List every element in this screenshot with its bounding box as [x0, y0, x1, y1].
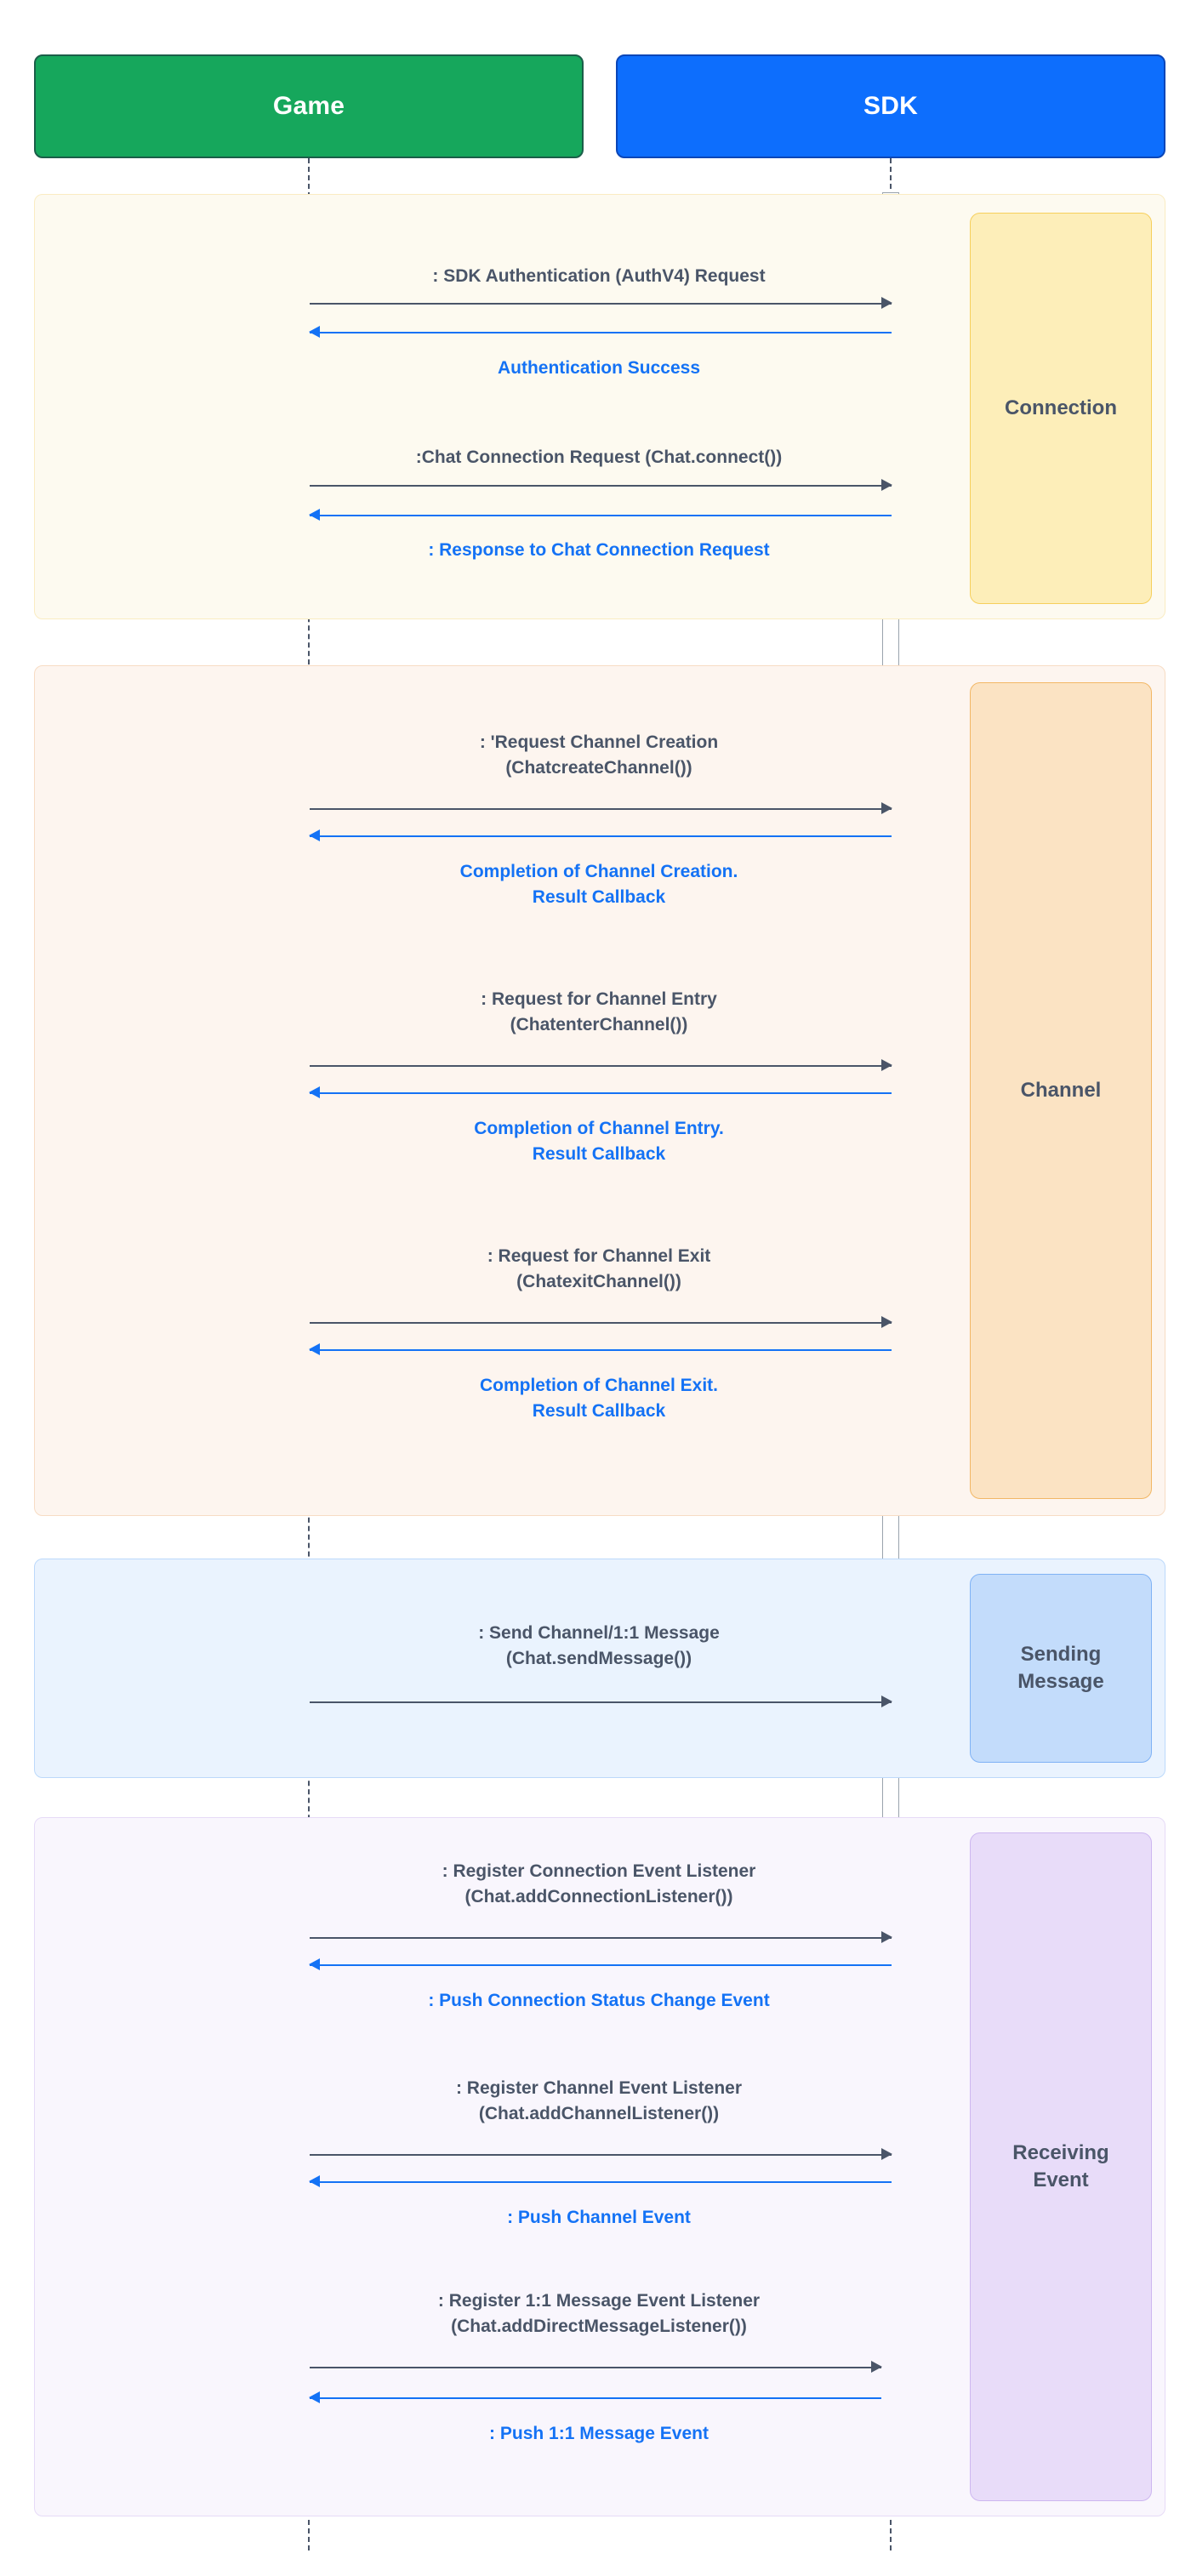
arrow-shaft — [310, 1322, 892, 1324]
actor-sdk[interactable]: SDK — [616, 54, 1165, 158]
arrow-shaft — [310, 2154, 892, 2156]
message-label-m14: : Register Channel Event Listener (Chat.… — [455, 2078, 743, 2123]
message-label-m5: : 'Request Channel Creation (ChatcreateC… — [479, 732, 719, 778]
arrow-shaft — [310, 808, 892, 810]
arrow-shaft — [310, 1964, 892, 1966]
arrow-shaft — [310, 303, 892, 305]
arrow-head-left-icon — [309, 2175, 320, 2187]
phase-label-connection-text: Connection — [1005, 396, 1117, 419]
phase-label-connection: Connection — [970, 213, 1152, 604]
message-label-m12: : Register Connection Event Listener (Ch… — [442, 1861, 756, 1906]
arrow-shaft — [310, 1349, 892, 1351]
phase-label-channel-text: Channel — [1020, 1078, 1102, 1102]
actor-sdk-label: SDK — [863, 92, 918, 120]
actor-game-label: Game — [272, 92, 345, 120]
phase-label-sending-message: Sending Message — [970, 1574, 1152, 1763]
message-label-m15: : Push Channel Event — [507, 2208, 691, 2227]
message-label-m11: : Send Channel/1:1 Message (Chat.sendMes… — [478, 1623, 720, 1668]
arrow-shaft — [310, 835, 892, 837]
arrow-head-right-icon — [881, 2148, 892, 2160]
actor-game[interactable]: Game — [34, 54, 584, 158]
message-label-m1: : SDK Authentication (AuthV4) Request — [432, 266, 766, 286]
arrow-shaft — [310, 1701, 892, 1703]
arrow-head-right-icon — [871, 2361, 882, 2373]
arrow-head-left-icon — [309, 509, 320, 521]
arrow-shaft — [310, 1937, 892, 1939]
arrow-shaft — [310, 2367, 881, 2368]
arrow-head-left-icon — [309, 326, 320, 338]
arrow-head-left-icon — [309, 829, 320, 841]
arrow-head-right-icon — [881, 1931, 892, 1943]
phase-label-receiving-event-text: Receiving Event — [1012, 2140, 1109, 2191]
phase-label-sending-message-text: Sending Message — [1017, 1642, 1104, 1693]
message-label-m13: : Push Connection Status Change Event — [428, 1991, 770, 2010]
message-label-m10: Completion of Channel Exit. Result Callb… — [479, 1376, 718, 1421]
message-label-m4: : Response to Chat Connection Request — [428, 540, 770, 560]
arrow-head-right-icon — [881, 1059, 892, 1071]
arrow-shaft — [310, 1065, 892, 1067]
arrow-head-right-icon — [881, 479, 892, 491]
message-label-m16: : Register 1:1 Message Event Listener (C… — [437, 2291, 761, 2336]
arrow-head-right-icon — [881, 1316, 892, 1328]
message-label-m3: :Chat Connection Request (Chat.connect()… — [415, 447, 783, 467]
arrow-shaft — [310, 2397, 881, 2399]
message-label-m6: Completion of Channel Creation. Result C… — [459, 862, 738, 907]
phase-label-receiving-event: Receiving Event — [970, 1832, 1152, 2501]
message-label-m2: Authentication Success — [497, 358, 701, 378]
arrow-head-right-icon — [881, 802, 892, 814]
arrow-shaft — [310, 1092, 892, 1094]
arrow-head-right-icon — [881, 1695, 892, 1707]
arrow-shaft — [310, 332, 892, 333]
arrow-head-left-icon — [309, 1958, 320, 1970]
phase-label-channel: Channel — [970, 682, 1152, 1499]
arrow-head-left-icon — [309, 1343, 320, 1355]
arrow-head-left-icon — [309, 2391, 320, 2403]
arrow-head-left-icon — [309, 1086, 320, 1098]
arrow-head-right-icon — [881, 297, 892, 309]
message-label-m17: : Push 1:1 Message Event — [489, 2424, 709, 2443]
arrow-shaft — [310, 515, 892, 516]
arrow-shaft — [310, 485, 892, 487]
arrow-shaft — [310, 2181, 892, 2183]
message-label-m8: Completion of Channel Entry. Result Call… — [474, 1119, 724, 1164]
message-label-m7: : Request for Channel Entry (ChatenterCh… — [481, 989, 717, 1034]
message-label-m9: : Request for Channel Exit (ChatexitChan… — [487, 1246, 711, 1291]
